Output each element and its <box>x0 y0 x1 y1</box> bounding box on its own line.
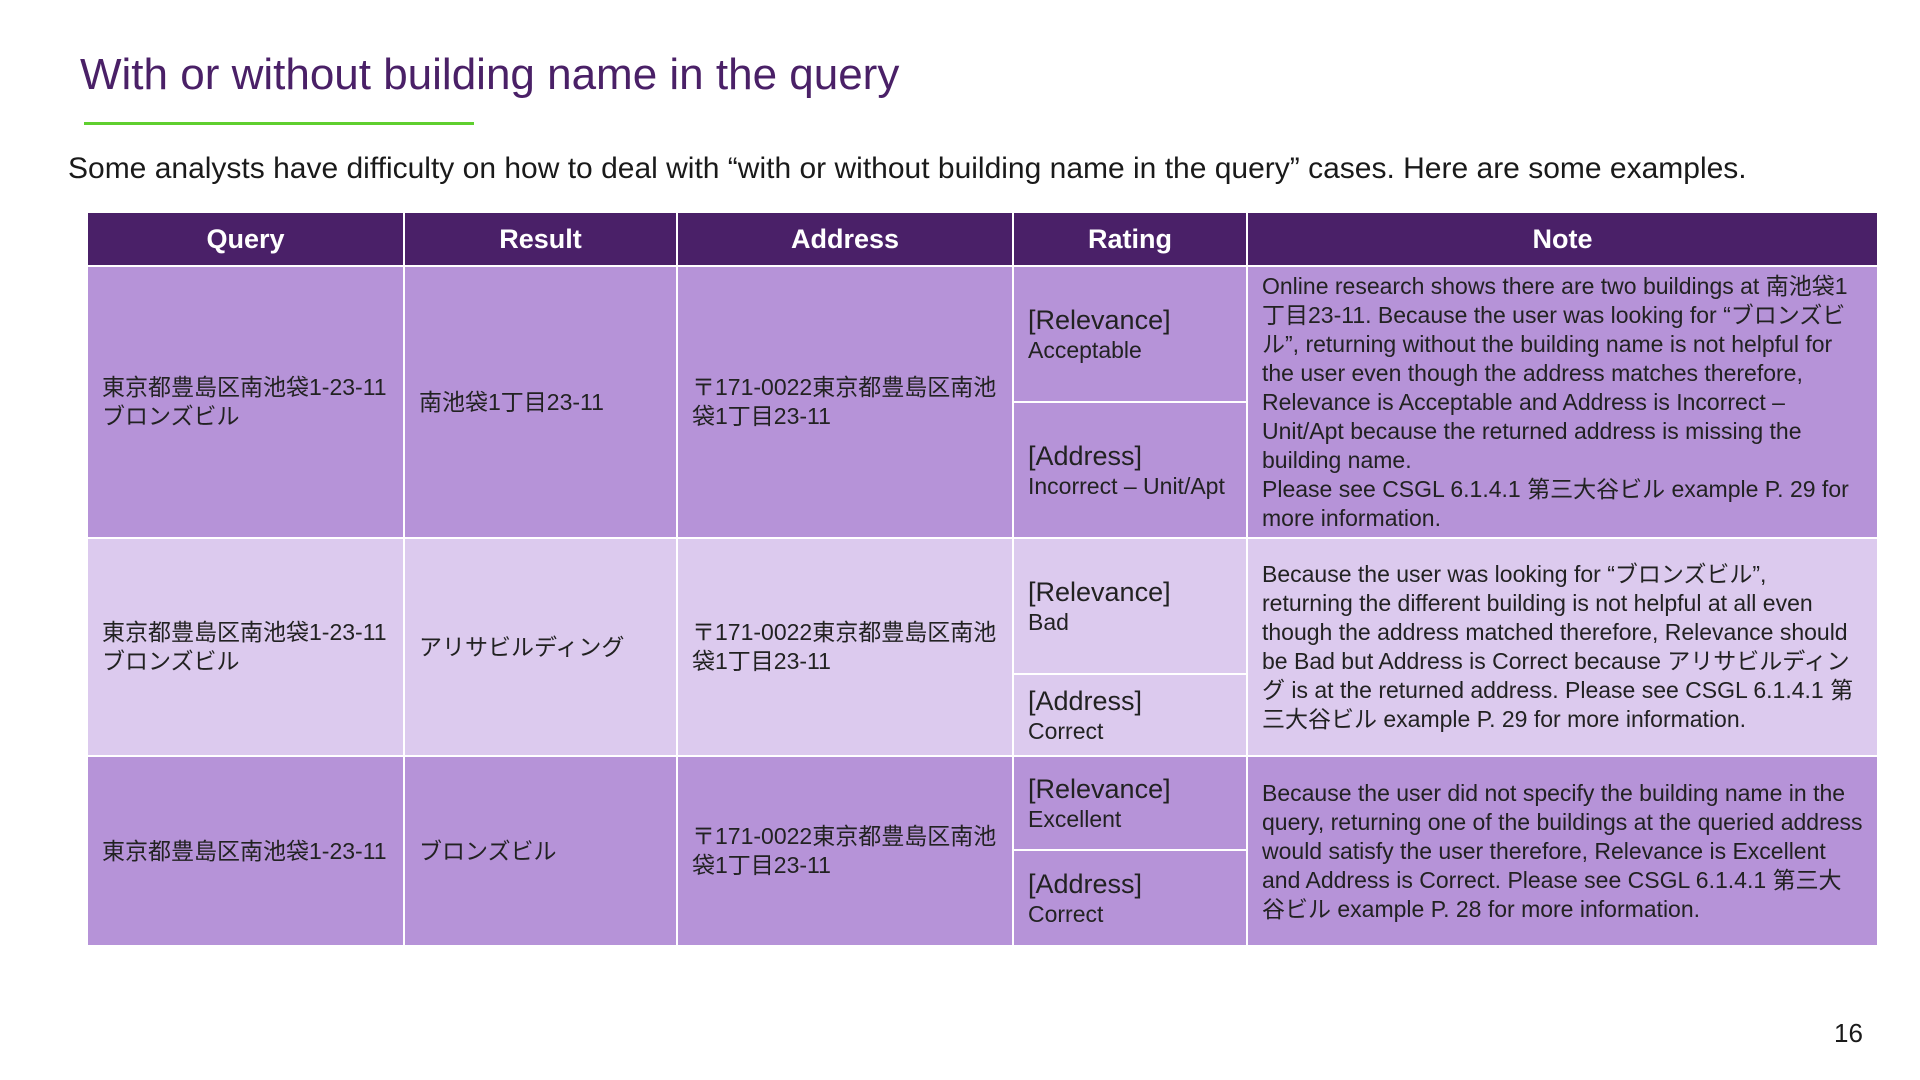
page-number: 16 <box>1834 1018 1863 1048</box>
relevance-label: [Relevance] <box>1028 576 1171 607</box>
note-cell: Because the user was looking for “ブロンズビル… <box>1246 537 1879 757</box>
table-header-row: Query Result Address Rating Note <box>86 211 1879 267</box>
note-cell: Because the user did not specify the bui… <box>1246 755 1879 947</box>
note-cell: Online research shows there are two buil… <box>1246 265 1879 539</box>
table-row-sub: [Address] Correct <box>87 673 1878 757</box>
table-row: 東京都豊島区南池袋1-23-11 ブロンズビル アリサビルディング 〒171-0… <box>86 537 1879 757</box>
address-cell: 〒171-0022東京都豊島区南池袋1丁目23-11 <box>676 537 1014 757</box>
address-rating-cell: [Address] Incorrect – Unit/Apt <box>1012 401 1248 539</box>
table-row: 東京都豊島区南池袋1-23-11 ブロンズビル 南池袋1丁目23-11 〒171… <box>86 265 1879 539</box>
intro-text: Some analysts have difficulty on how to … <box>68 152 1747 185</box>
relevance-label: [Relevance] <box>1028 304 1171 335</box>
header-note: Note <box>1246 211 1879 267</box>
result-cell: 南池袋1丁目23-11 <box>403 265 678 539</box>
relevance-rating-cell: [Relevance] Bad <box>1012 537 1248 675</box>
header-rating: Rating <box>1012 211 1248 267</box>
header-query: Query <box>86 211 405 267</box>
address-cell: 〒171-0022東京都豊島区南池袋1丁目23-11 <box>676 755 1014 947</box>
address-rating-cell: [Address] Correct <box>1012 849 1248 947</box>
examples-table: Query Result Address Rating Note 東京都豊島区南… <box>86 211 1879 947</box>
address-rating-label: [Address] <box>1028 685 1143 716</box>
table-row-sub: [Address] Correct <box>87 849 1878 947</box>
result-cell: アリサビルディング <box>403 537 678 757</box>
note-text: Because the user did not specify the bui… <box>1262 779 1863 922</box>
address-rating-value: Correct <box>1028 717 1104 744</box>
relevance-value: Excellent <box>1028 805 1122 832</box>
address-cell: 〒171-0022東京都豊島区南池袋1丁目23-11 <box>676 265 1014 539</box>
query-cell: 東京都豊島区南池袋1-23-11 ブロンズビル <box>86 537 405 757</box>
header-address: Address <box>676 211 1014 267</box>
address-rating-value: Correct <box>1028 900 1104 927</box>
relevance-rating-cell: [Relevance] Excellent <box>1012 755 1248 851</box>
address-rating-label: [Address] <box>1028 868 1143 899</box>
query-cell: 東京都豊島区南池袋1-23-11 <box>86 755 405 947</box>
slide-title: With or without building name in the que… <box>80 50 900 99</box>
note-text: Because the user was looking for “ブロンズビル… <box>1262 561 1854 732</box>
address-rating-cell: [Address] Correct <box>1012 673 1248 757</box>
query-cell: 東京都豊島区南池袋1-23-11 ブロンズビル <box>86 265 405 539</box>
relevance-rating-cell: [Relevance] Acceptable <box>1012 265 1248 403</box>
table-row: 東京都豊島区南池袋1-23-11 ブロンズビル 〒171-0022東京都豊島区南… <box>86 755 1879 947</box>
table-row-sub: [Address] Incorrect – Unit/Apt <box>87 401 1878 539</box>
note-text: Online research shows there are two buil… <box>1262 272 1849 531</box>
header-result: Result <box>403 211 678 267</box>
relevance-label: [Relevance] <box>1028 773 1171 804</box>
address-rating-label: [Address] <box>1028 440 1143 471</box>
relevance-value: Acceptable <box>1028 336 1142 363</box>
relevance-value: Bad <box>1028 608 1069 635</box>
address-rating-value: Incorrect – Unit/Apt <box>1028 472 1225 499</box>
title-underline <box>84 122 474 125</box>
result-cell: ブロンズビル <box>403 755 678 947</box>
